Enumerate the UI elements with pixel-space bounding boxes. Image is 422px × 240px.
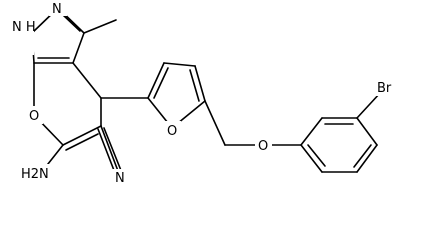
bond-furan-ch2 [204,100,226,146]
bond-cn-triple-lower [97,128,116,174]
bond-ph-c3-c4 [356,117,378,146]
bond-ph-c6-c1-double [307,144,326,167]
bond-c6-c5-double [65,133,99,151]
bond-c6-c5 [62,125,102,146]
bond-methyl [83,19,117,34]
pyrazole-nh-label: N H [12,20,36,35]
ether-o-mask [255,136,272,154]
bromine-mask [375,78,399,96]
bond-layer [31,7,382,174]
bond-c4-c3a [72,62,102,99]
nitrile-n-mask [112,169,130,187]
pyrazole-n-label: N [52,2,62,17]
ether-o-label: O [258,139,268,154]
bond-furan-c4-c5-double [189,69,200,102]
furan-o-label: O [167,124,177,139]
bond-ph-c4-c5 [356,144,378,173]
amine-label: H2N [21,167,49,182]
bond-ph-br [356,91,382,119]
chemical-structure-diagram: N H N O O O H2N N Br [10,0,399,187]
pyrazole-n-mask [49,0,67,16]
bond-ph-c4-c5-double [353,144,372,168]
pyrazole-nh-mask [10,17,34,55]
bond-cn-triple-upper [103,127,123,174]
pyran-o-label: O [29,109,39,124]
nitrile-n-label: N [115,171,125,186]
bond-furan-c2-c3-double [153,67,169,99]
pyran-o-mask [26,106,43,124]
bond-c5-cn [100,125,119,172]
bromine-label: Br [377,81,392,96]
bond-furan-c4-c5 [194,65,206,102]
bond-ph-c6-c1 [300,144,323,173]
bond-n2-c3-double [61,13,81,32]
bond-furan-c2-c3 [147,62,165,99]
furan-o-mask [164,121,181,139]
bond-c3-c3a [72,32,85,64]
bond-furan-c3-c4 [163,62,196,67]
atom-label-layer: N H N O O O H2N N Br [10,0,399,187]
bond-ph-c1-c2 [300,117,323,146]
amine-mask [19,164,51,183]
